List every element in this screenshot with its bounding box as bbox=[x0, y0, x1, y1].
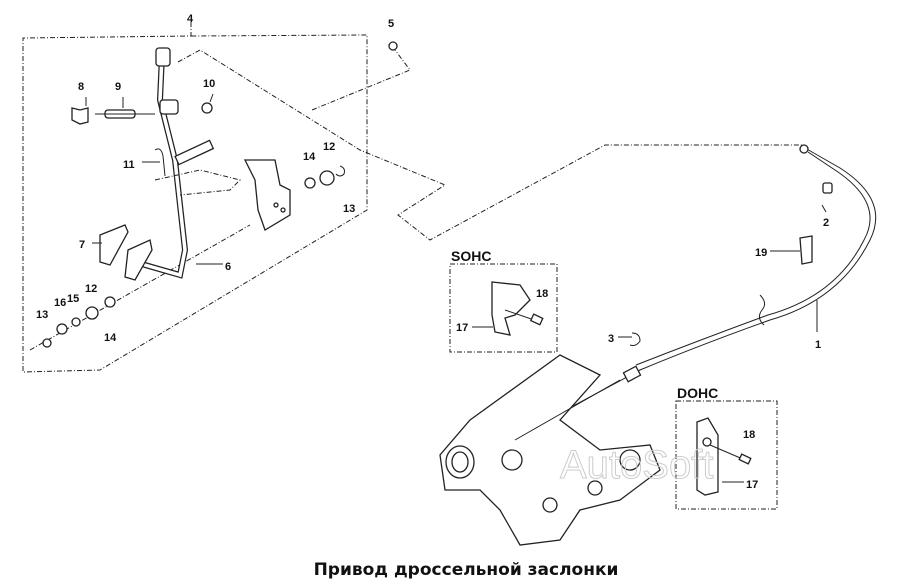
callout-2: 2 bbox=[823, 217, 829, 229]
dohc-box bbox=[675, 400, 778, 510]
callout-5: 5 bbox=[388, 18, 394, 30]
pedal-bracket bbox=[154, 139, 291, 231]
callout-13: 13 bbox=[36, 309, 48, 321]
callout-17-dohc: 17 bbox=[746, 479, 758, 491]
callout-1: 1 bbox=[815, 339, 821, 351]
intake-manifold bbox=[439, 354, 661, 546]
callout-12: 12 bbox=[323, 141, 335, 153]
callout-9: 9 bbox=[115, 81, 121, 93]
callout-19: 19 bbox=[755, 247, 767, 259]
callout-14: 14 bbox=[104, 332, 117, 344]
callout-8: 8 bbox=[78, 81, 84, 93]
callout-12: 12 bbox=[85, 283, 97, 295]
callout-4: 4 bbox=[187, 13, 194, 25]
callout-11: 11 bbox=[123, 159, 135, 171]
callout-15: 15 bbox=[67, 293, 79, 305]
callout-3: 3 bbox=[608, 333, 614, 345]
diagram-title: Привод дроссельной заслонки bbox=[314, 560, 619, 580]
callout-14: 14 bbox=[303, 151, 316, 163]
callout-13: 13 bbox=[343, 203, 355, 215]
callout-16: 16 bbox=[54, 297, 66, 309]
dohc-label: DOHC bbox=[677, 385, 718, 401]
sohc-label: SOHC bbox=[451, 248, 491, 264]
pedal-assembly-frame bbox=[22, 22, 805, 373]
watermark: AutoSoft bbox=[560, 443, 713, 487]
callout-6: 6 bbox=[225, 261, 231, 273]
callout-17-sohc: 17 bbox=[456, 322, 468, 334]
small-parts bbox=[42, 41, 398, 348]
throttle-cable bbox=[509, 144, 877, 441]
sohc-box bbox=[449, 263, 558, 353]
callout-10: 10 bbox=[203, 78, 215, 90]
callout-18-dohc: 18 bbox=[743, 429, 755, 441]
accelerator-pedal-arm bbox=[99, 47, 189, 281]
callout-7: 7 bbox=[79, 239, 85, 251]
leader-lines bbox=[85, 93, 827, 483]
callout-18-sohc: 18 bbox=[536, 288, 548, 300]
